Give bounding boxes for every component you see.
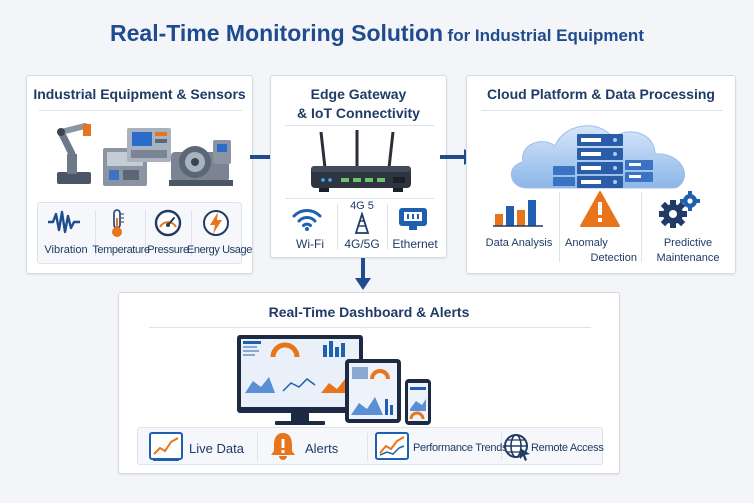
title-main: Real-Time Monitoring Solution xyxy=(110,20,444,46)
cloud-panel-title: Cloud Platform & Data Processing xyxy=(487,86,715,102)
alert-bell-icon xyxy=(271,433,295,460)
divider xyxy=(559,192,560,262)
function-label-analysis: Data Analysis xyxy=(485,237,553,249)
pressure-gauge-icon xyxy=(154,209,182,237)
equipment-panel: Industrial Equipment & Sensors xyxy=(26,75,253,274)
gears-icon xyxy=(659,191,700,228)
bar-chart-icon xyxy=(493,200,543,227)
trend-chart-icon xyxy=(375,432,409,460)
gateway-panel-title-line2: & IoT Connectivity xyxy=(297,105,420,121)
cell-tower-icon xyxy=(354,212,370,234)
warning-triangle-icon xyxy=(580,191,620,227)
dashboard-devices-icon xyxy=(237,335,431,425)
line-chart-icon xyxy=(149,432,183,461)
divider xyxy=(257,433,258,461)
cloud-panel: Cloud Platform & Data Processing xyxy=(466,75,736,274)
divider xyxy=(149,327,591,328)
globe-icon xyxy=(504,434,530,461)
connection-label-wifi: Wi-Fi xyxy=(296,237,324,251)
divider xyxy=(481,110,723,111)
divider xyxy=(337,204,338,250)
connection-label-cellular: 4G/5G xyxy=(344,237,380,251)
divider xyxy=(285,198,434,199)
sensor-label-energy: Energy Usage xyxy=(187,244,252,256)
connection-label-ethernet: Ethernet xyxy=(392,237,438,251)
arrow-down-icon xyxy=(355,258,371,290)
divider xyxy=(367,433,368,461)
sensor-label-pressure: Pressure xyxy=(147,244,189,256)
gateway-panel-title-line1: Edge Gateway xyxy=(310,86,407,102)
dashboard-panel-title: Real-Time Dashboard & Alerts xyxy=(268,304,470,320)
divider xyxy=(387,204,388,250)
title-sub: for Industrial Equipment xyxy=(447,26,644,45)
dashboard-panel: Real-Time Dashboard & Alerts xyxy=(118,292,620,474)
function-label-predictive: Predictive Maintenance xyxy=(656,237,720,264)
feature-label-live-data: Live Data xyxy=(189,441,244,456)
sensor-label-vibration: Vibration xyxy=(44,244,88,256)
feature-label-performance-trends: Performance Trends xyxy=(413,442,508,454)
gateway-panel: Edge Gateway & IoT Connectivity 4G 5 xyxy=(270,75,447,258)
function-label-anomaly: Anomaly Detection xyxy=(565,237,637,264)
divider xyxy=(39,110,242,111)
cloud-server-icon xyxy=(511,125,685,189)
divider xyxy=(285,125,434,126)
equipment-panel-title: Industrial Equipment & Sensors xyxy=(33,86,246,102)
divider xyxy=(501,433,502,461)
vibration-icon xyxy=(48,210,80,234)
energy-bolt-icon xyxy=(203,210,229,236)
feature-label-remote-access: Remote Access xyxy=(531,442,604,454)
wifi-icon xyxy=(292,209,322,231)
divider xyxy=(145,210,146,256)
divider xyxy=(191,210,192,256)
cell-signal-label: 4G 5 xyxy=(350,200,374,212)
thermometer-icon xyxy=(112,209,124,237)
feature-label-alerts: Alerts xyxy=(305,441,339,456)
page-title: Real-Time Monitoring Solution for Indust… xyxy=(0,20,754,47)
sensor-label-temperature: Temperature xyxy=(92,244,150,256)
ethernet-port-icon xyxy=(399,208,427,230)
divider xyxy=(641,192,642,262)
router-icon xyxy=(311,130,411,192)
divider xyxy=(95,210,96,256)
industrial-machinery-icon xyxy=(57,123,233,186)
